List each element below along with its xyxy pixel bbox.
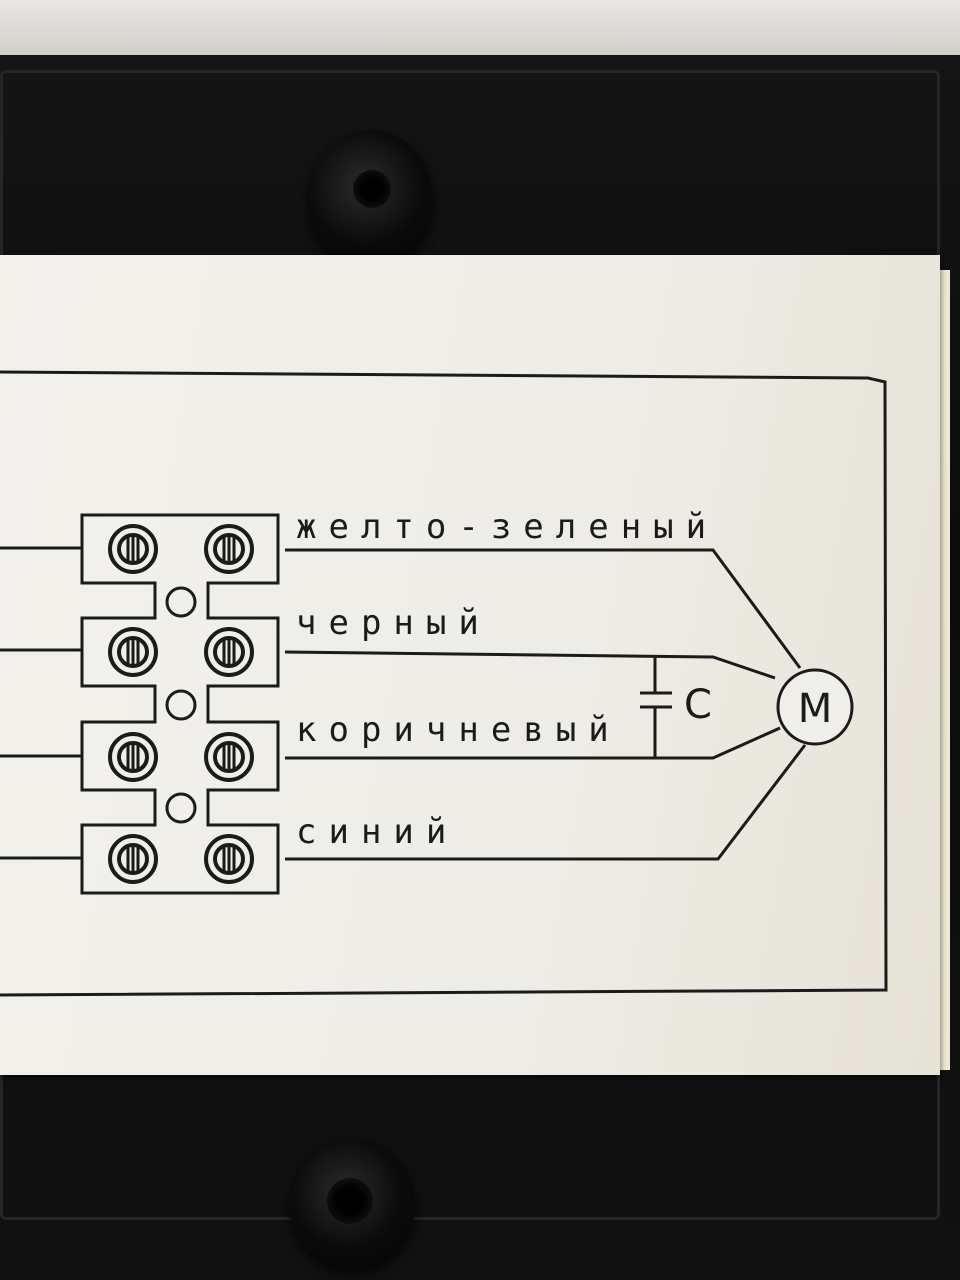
wire-label-black: черный xyxy=(296,603,491,643)
wire-yellow-green xyxy=(285,548,802,669)
terminal-screws xyxy=(108,524,254,884)
screw-icon xyxy=(108,627,158,677)
screw-icon xyxy=(108,834,158,884)
screw-icon xyxy=(204,627,254,677)
terminal-block xyxy=(80,513,280,895)
motor-symbol xyxy=(776,668,854,746)
screw-icon xyxy=(108,732,158,782)
wire-label-brown: коричневый xyxy=(296,710,621,750)
wiring-label xyxy=(0,255,940,1075)
top-standoff xyxy=(308,130,433,270)
background-surface xyxy=(0,0,960,60)
screw-icon xyxy=(204,524,254,574)
screw-icon xyxy=(204,732,254,782)
input-wires xyxy=(0,546,82,860)
capacitor xyxy=(640,657,672,758)
motor-wires xyxy=(284,548,807,861)
wire-label-blue: синий xyxy=(296,812,458,852)
wire-brown xyxy=(285,726,781,760)
diagram-frame xyxy=(0,370,888,997)
bottom-standoff xyxy=(290,1140,415,1270)
wire-label-yellow-green: желто-зеленый xyxy=(296,507,718,547)
mounting-hole-1 xyxy=(165,586,197,618)
screw-icon xyxy=(204,834,254,884)
mounting-hole-3 xyxy=(165,792,197,824)
mounting-hole-2 xyxy=(165,689,197,721)
wire-black xyxy=(284,650,776,680)
capacitor-label: C xyxy=(684,682,712,728)
screw-icon xyxy=(108,524,158,574)
motor-label: M xyxy=(798,686,833,732)
wire-blue xyxy=(285,744,807,861)
